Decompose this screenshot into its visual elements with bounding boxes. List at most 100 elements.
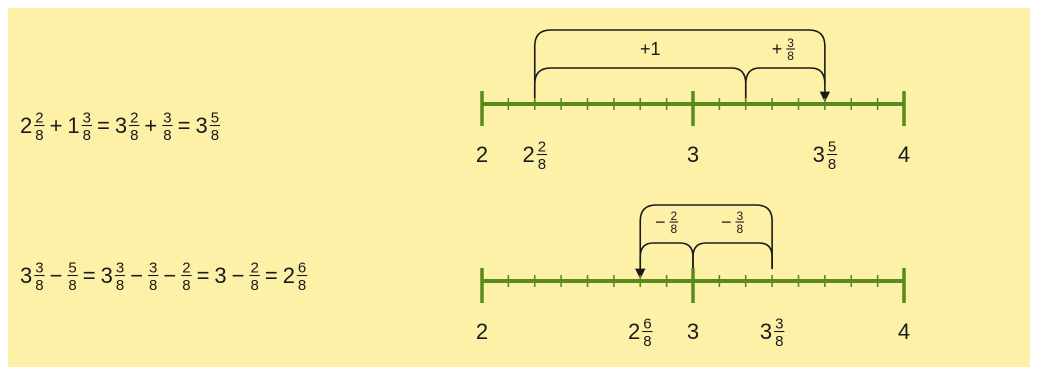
- tick-label-whole: 3: [813, 142, 825, 167]
- jump-bracket-whole: [533, 67, 747, 104]
- equation-term: 28: [249, 260, 260, 294]
- jump-fraction-label-denominator: 8: [787, 49, 794, 63]
- tick-label-denominator: 8: [828, 156, 836, 173]
- equation-term-denominator: 8: [130, 127, 138, 144]
- equation-operator: =: [197, 263, 210, 288]
- equation-term: 38: [162, 110, 173, 144]
- jump-a-label-denominator: 8: [671, 222, 678, 236]
- jump-whole-label: +1: [640, 39, 661, 59]
- equation-term: 28: [181, 260, 192, 294]
- jump-b-label-denominator: 8: [736, 222, 743, 236]
- equation-term: 38: [148, 260, 159, 294]
- tick-label-whole: 2: [628, 319, 640, 344]
- equation-operator: =: [97, 113, 110, 138]
- jump-bracket-a: [639, 242, 694, 281]
- equation-term-numerator: 3: [83, 110, 91, 127]
- jump-fraction-label-numerator: 3: [787, 36, 794, 50]
- equation-term-numerator: 5: [211, 110, 219, 127]
- equation-term-whole: 1: [67, 113, 79, 138]
- tick-label-denominator: 8: [775, 333, 783, 350]
- tick-label-whole: 3: [760, 319, 772, 344]
- tick-label-whole: 2: [476, 319, 488, 344]
- tick-label: 4: [898, 319, 910, 344]
- total-subtraction-arrow: [635, 204, 773, 280]
- equation-term-whole: 2: [283, 263, 295, 288]
- tick-label: 4: [898, 142, 910, 167]
- equation-term-numerator: 2: [182, 260, 190, 277]
- equation-term-whole: 3: [115, 113, 127, 138]
- jump-b-label: −38: [721, 209, 745, 236]
- jump-a-label-numerator: 2: [671, 209, 678, 223]
- equation-term-numerator: 6: [298, 260, 306, 277]
- equation-operator: −: [130, 263, 143, 288]
- equation-term-whole: 3: [101, 263, 113, 288]
- equation-term-denominator: 8: [163, 127, 171, 144]
- tick-label-numerator: 2: [538, 139, 546, 156]
- equation-term-whole: 2: [20, 113, 32, 138]
- equation-term-denominator: 8: [35, 127, 43, 144]
- tick-label-whole: 3: [687, 142, 699, 167]
- equation-term-numerator: 3: [149, 260, 157, 277]
- equation-operator: −: [50, 263, 63, 288]
- equation-operator: +: [50, 113, 63, 138]
- equation-term-denominator: 8: [35, 277, 43, 294]
- total-jump-arrow: [533, 29, 831, 104]
- equation-term-numerator: 2: [130, 110, 138, 127]
- jump-bracket-b: [692, 242, 773, 281]
- tick-label-whole: 2: [522, 142, 534, 167]
- tick-label-whole: 4: [898, 142, 910, 167]
- tick-label: 2: [476, 319, 488, 344]
- equation-term-numerator: 3: [116, 260, 124, 277]
- jump-a-label: −28: [655, 209, 679, 236]
- tick-label: 2: [476, 142, 488, 167]
- equation-term-denominator: 8: [116, 277, 124, 294]
- tick-label: 3: [687, 319, 699, 344]
- equation-term-denominator: 8: [182, 277, 190, 294]
- tick-label-denominator: 8: [643, 333, 651, 350]
- equation-term-whole: 3: [214, 263, 226, 288]
- tick-label-numerator: 3: [775, 316, 783, 333]
- equation-term-numerator: 3: [163, 110, 171, 127]
- equation-operator: =: [178, 113, 191, 138]
- jump-bracket-fraction: [744, 67, 826, 104]
- equation-term-numerator: 2: [251, 260, 259, 277]
- example-panel: [8, 8, 1030, 367]
- equation-term: 3: [214, 263, 226, 288]
- equation-term-numerator: 2: [35, 110, 43, 127]
- jump-b-label-sign: −: [721, 212, 732, 232]
- equation-term-denominator: 8: [68, 277, 76, 294]
- tick-label-whole: 2: [476, 142, 488, 167]
- tick-label-whole: 4: [898, 319, 910, 344]
- jump-fraction-label: +38: [772, 36, 795, 63]
- tick-label: 3: [687, 142, 699, 167]
- equation-operator: +: [144, 113, 157, 138]
- equation-operator: −: [163, 263, 176, 288]
- equation-term-denominator: 8: [149, 277, 157, 294]
- tick-label-denominator: 8: [538, 156, 546, 173]
- equation-operator: −: [232, 263, 245, 288]
- tick-label-numerator: 6: [643, 316, 651, 333]
- equation-term-denominator: 8: [298, 277, 306, 294]
- equation-term-numerator: 3: [35, 260, 43, 277]
- equation-operator: =: [265, 263, 278, 288]
- equation-term-denominator: 8: [211, 127, 219, 144]
- jump-fraction-label-sign: +: [772, 39, 783, 59]
- equation-term: 58: [67, 260, 78, 294]
- jump-b-label-numerator: 3: [736, 209, 743, 223]
- tick-label-numerator: 5: [828, 139, 836, 156]
- tick-label-whole: 3: [687, 319, 699, 344]
- jump-a-label-sign: −: [655, 212, 666, 232]
